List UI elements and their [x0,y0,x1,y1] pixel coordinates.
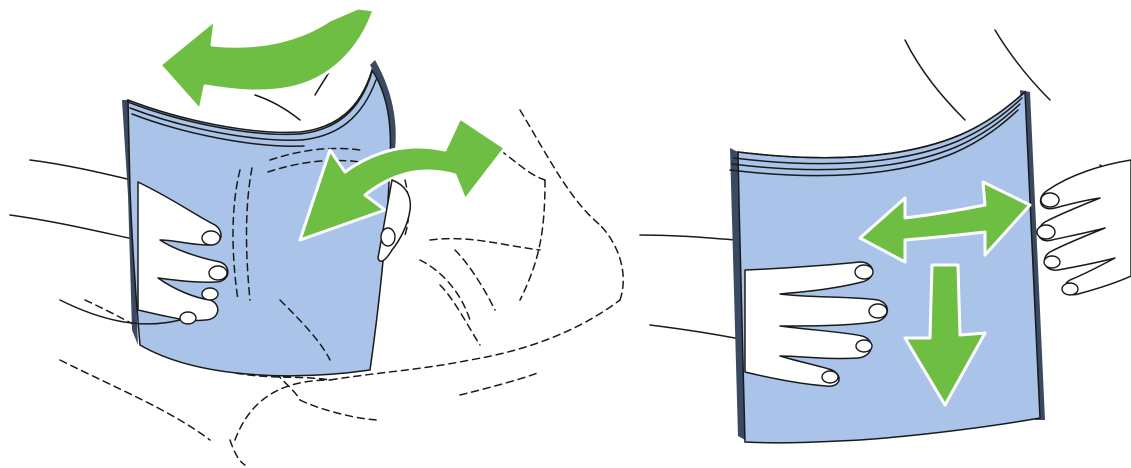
paper-stack-icon [730,90,1045,443]
left-panel-fan-paper [10,8,623,465]
right-panel-straighten-paper [640,30,1131,443]
curved-arrow-icon [160,8,374,110]
hand-icon [1037,160,1131,295]
